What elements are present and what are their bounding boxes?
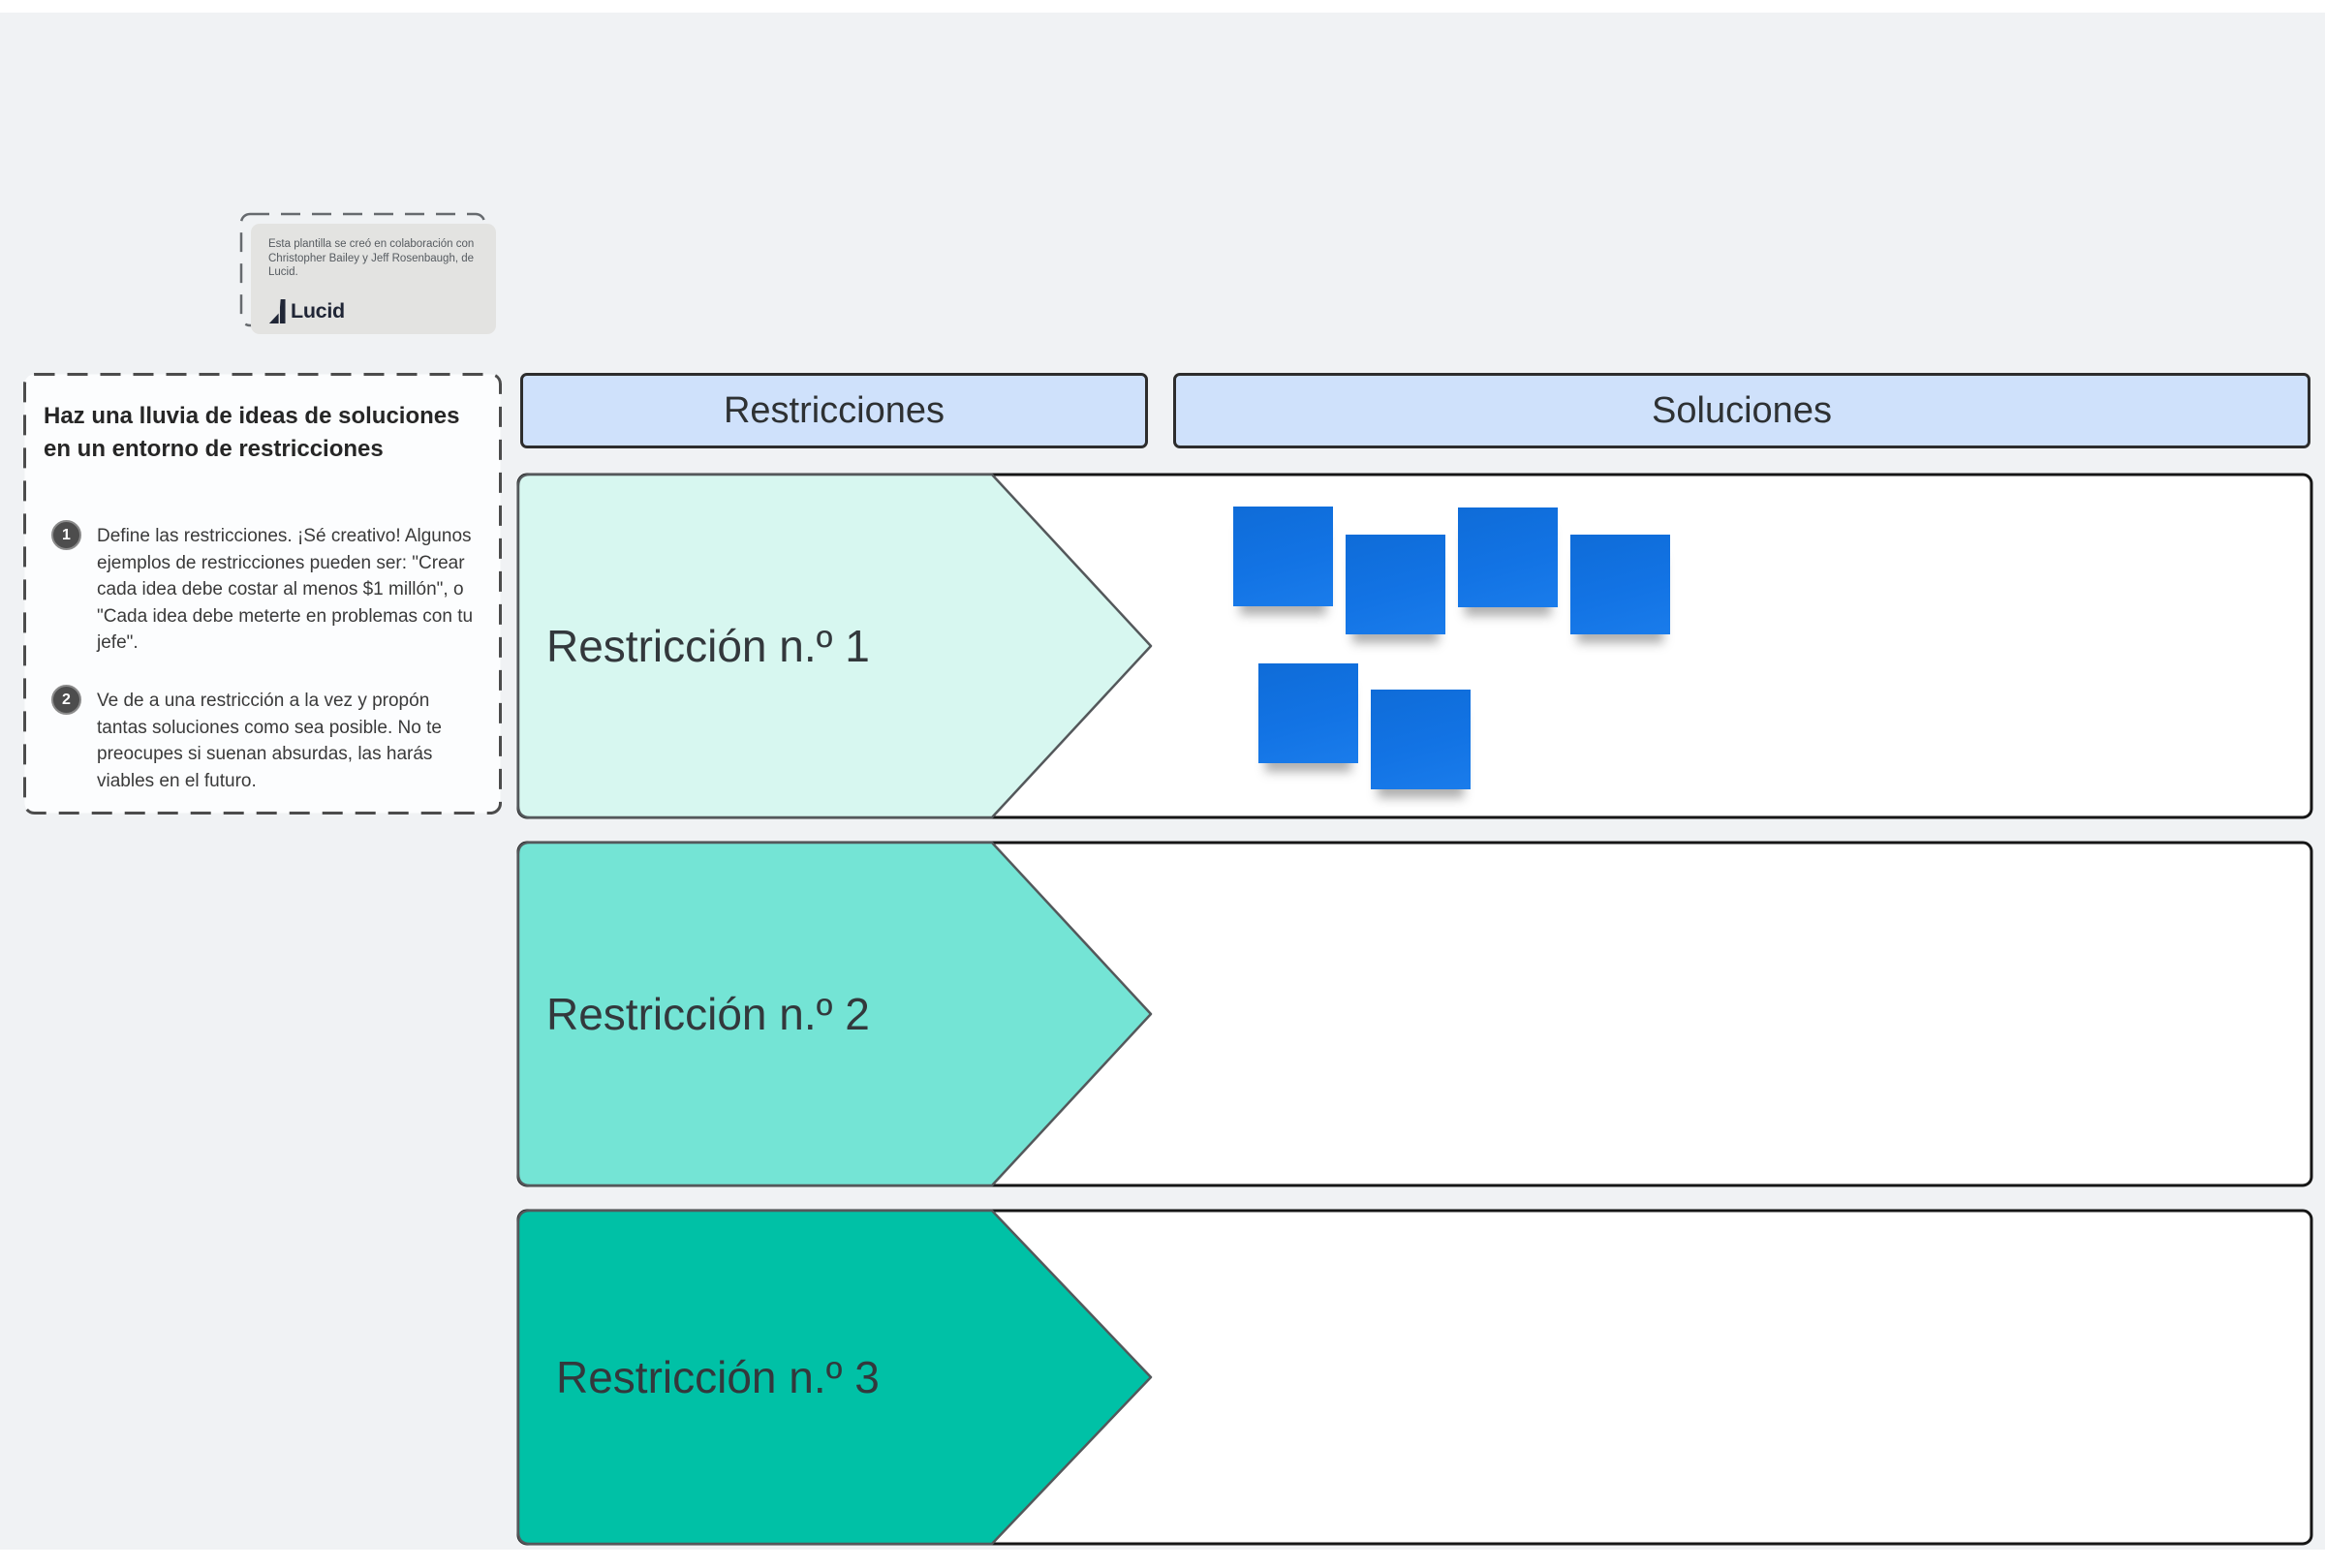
row-2-container [516,841,2313,1187]
row-1-container [516,473,2313,819]
step-1-number: 1 [62,526,71,543]
restriction-arrow-2[interactable] [516,841,1153,1187]
sticky-note[interactable] [1346,535,1445,634]
column-header-soluciones-label: Soluciones [1652,389,1832,431]
lucid-logo-icon [268,299,286,323]
whiteboard-canvas[interactable]: Esta plantilla se creó en colaboración c… [0,13,2325,1550]
column-header-restricciones[interactable]: Restricciones [520,373,1148,448]
attribution-text: Esta plantilla se creó en colaboración c… [268,238,475,278]
lucid-attribution-card[interactable]: Esta plantilla se creó en colaboración c… [251,224,496,334]
sticky-note[interactable] [1570,535,1670,634]
sticky-note[interactable] [1458,507,1558,607]
column-header-restricciones-label: Restricciones [723,389,946,431]
row-1-label[interactable]: Restricción n.º 1 [546,621,870,671]
step-1-badge: 1 [51,520,81,550]
instructions-title: Haz una lluvia de ideas de soluciones en… [44,403,460,462]
step-1-text: Define las restricciones. ¡Sé creativo! … [97,526,474,653]
instructions-panel[interactable] [22,372,503,815]
row-3-container [516,1209,2313,1546]
restriction-arrow-3[interactable] [516,1209,1153,1546]
sticky-note[interactable] [1258,663,1358,763]
lucid-logo: Lucid [266,299,345,323]
row-3-label[interactable]: Restricción n.º 3 [556,1352,880,1402]
column-header-soluciones[interactable]: Soluciones [1173,373,2310,448]
step-2-text: Ve de a una restricción a la vez y propó… [97,691,442,791]
step-2-badge: 2 [51,685,81,715]
sticky-note[interactable] [1233,507,1333,606]
row-2-label[interactable]: Restricción n.º 2 [546,989,870,1039]
step-2-number: 2 [62,691,71,708]
restriction-arrow-1[interactable] [516,473,1153,819]
lucid-logo-text: Lucid [291,299,345,323]
sticky-note[interactable] [1371,690,1471,789]
